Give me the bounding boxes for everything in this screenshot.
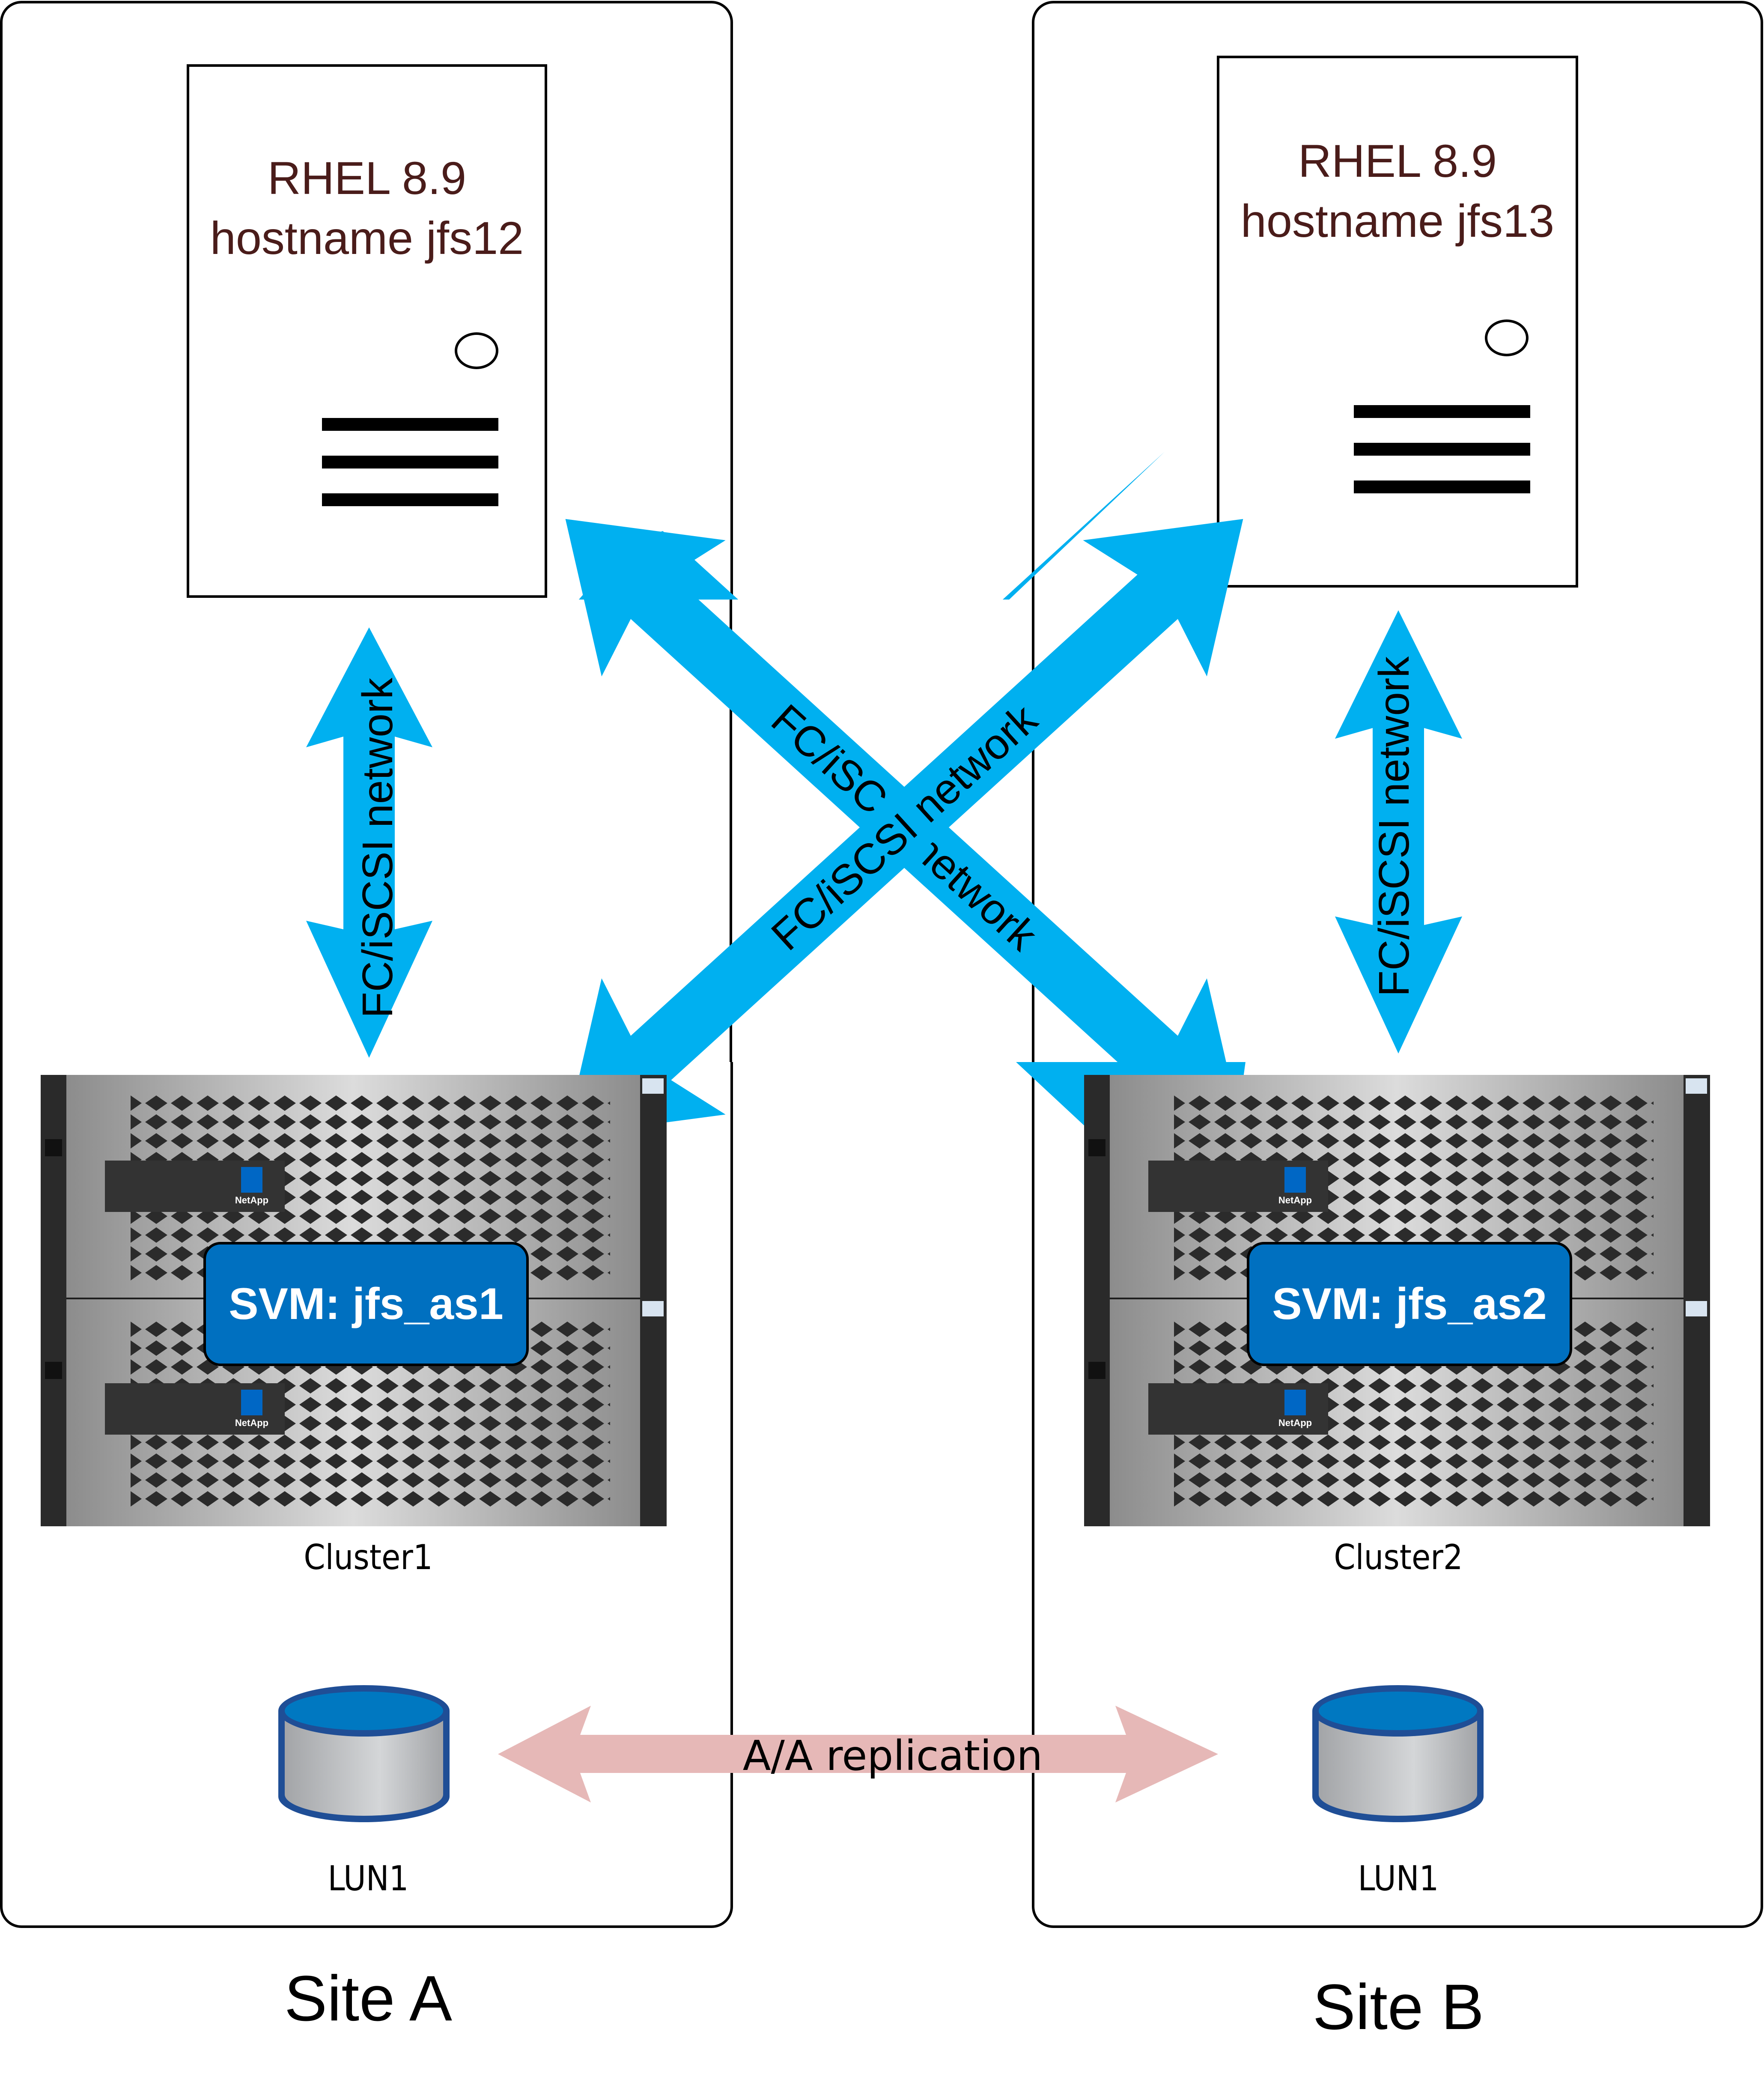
server-label: RHEL 8.9 hostname jfs12 [189,148,545,268]
site-a-label: Site A [284,1962,452,2034]
server-os: RHEL 8.9 [267,152,467,204]
site-b-label: Site B [1312,1971,1484,2043]
server-os: RHEL 8.9 [1298,135,1497,187]
storage-cluster1: NetApp NetApp SVM: jfs_as1 [41,1075,667,1526]
server-hostname: hostname jfs13 [1240,195,1555,247]
replication-label: A/A replication [743,1732,1043,1780]
lun-label: LUN1 [328,1859,409,1898]
local-link-arrow-a: FC/iSCSI network [306,627,432,1058]
netapp-chassis-icon: NetApp NetApp [1084,1075,1710,1526]
local-link-arrow-b: FC/iSCSI network [1335,610,1462,1053]
brand-label: NetApp [1278,1195,1312,1206]
brand-label: NetApp [1278,1417,1312,1428]
vent-line-icon [322,493,498,506]
server-jfs12: RHEL 8.9 hostname jfs12 [187,64,547,598]
server-hostname: hostname jfs12 [210,212,524,264]
local-link-label-b: FC/iSCSI network [1370,656,1418,997]
storage-cluster2: NetApp NetApp SVM: jfs_as2 [1084,1075,1710,1526]
vent-line-icon [1354,405,1530,418]
svm-label-box: SVM: jfs_as2 [1247,1242,1572,1366]
power-button-icon [455,332,498,369]
server-label: RHEL 8.9 hostname jfs13 [1219,131,1576,251]
lun-disk-icon [1312,1685,1484,1822]
vent-line-icon [1354,443,1530,456]
vent-line-icon [322,456,498,469]
vent-line-icon [322,418,498,431]
lun-disk-icon [278,1685,450,1822]
lun-label: LUN1 [1358,1859,1439,1898]
svm-label-box: SVM: jfs_as1 [203,1242,529,1366]
cluster-label: Cluster2 [1334,1537,1463,1577]
brand-label: NetApp [235,1195,268,1206]
local-link-label-a: FC/iSCSI network [354,677,402,1018]
cluster-label: Cluster1 [304,1537,433,1577]
vent-line-icon [1354,480,1530,493]
power-button-icon [1485,319,1529,356]
server-jfs13: RHEL 8.9 hostname jfs13 [1217,56,1578,588]
brand-label: NetApp [235,1417,268,1428]
